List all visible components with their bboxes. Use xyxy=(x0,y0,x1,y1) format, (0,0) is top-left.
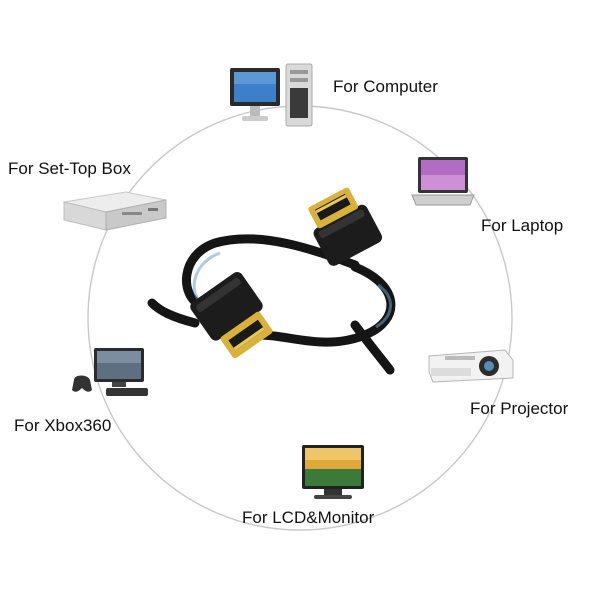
monitor-label: For LCD&Monitor xyxy=(242,508,375,527)
hdmi-cable-icon xyxy=(147,187,396,375)
laptop-icon xyxy=(411,157,475,206)
projector-label: For Projector xyxy=(470,399,569,418)
set-top-box-label: For Set-Top Box xyxy=(8,159,131,178)
computer-icon xyxy=(230,63,313,127)
xbox360-label: For Xbox360 xyxy=(14,416,112,435)
projector-icon xyxy=(428,349,514,383)
computer-label: For Computer xyxy=(333,77,438,96)
xbox360-icon xyxy=(72,348,148,396)
laptop-label: For Laptop xyxy=(481,216,564,235)
monitor-icon xyxy=(302,445,364,499)
set-top-box-icon xyxy=(63,191,167,231)
